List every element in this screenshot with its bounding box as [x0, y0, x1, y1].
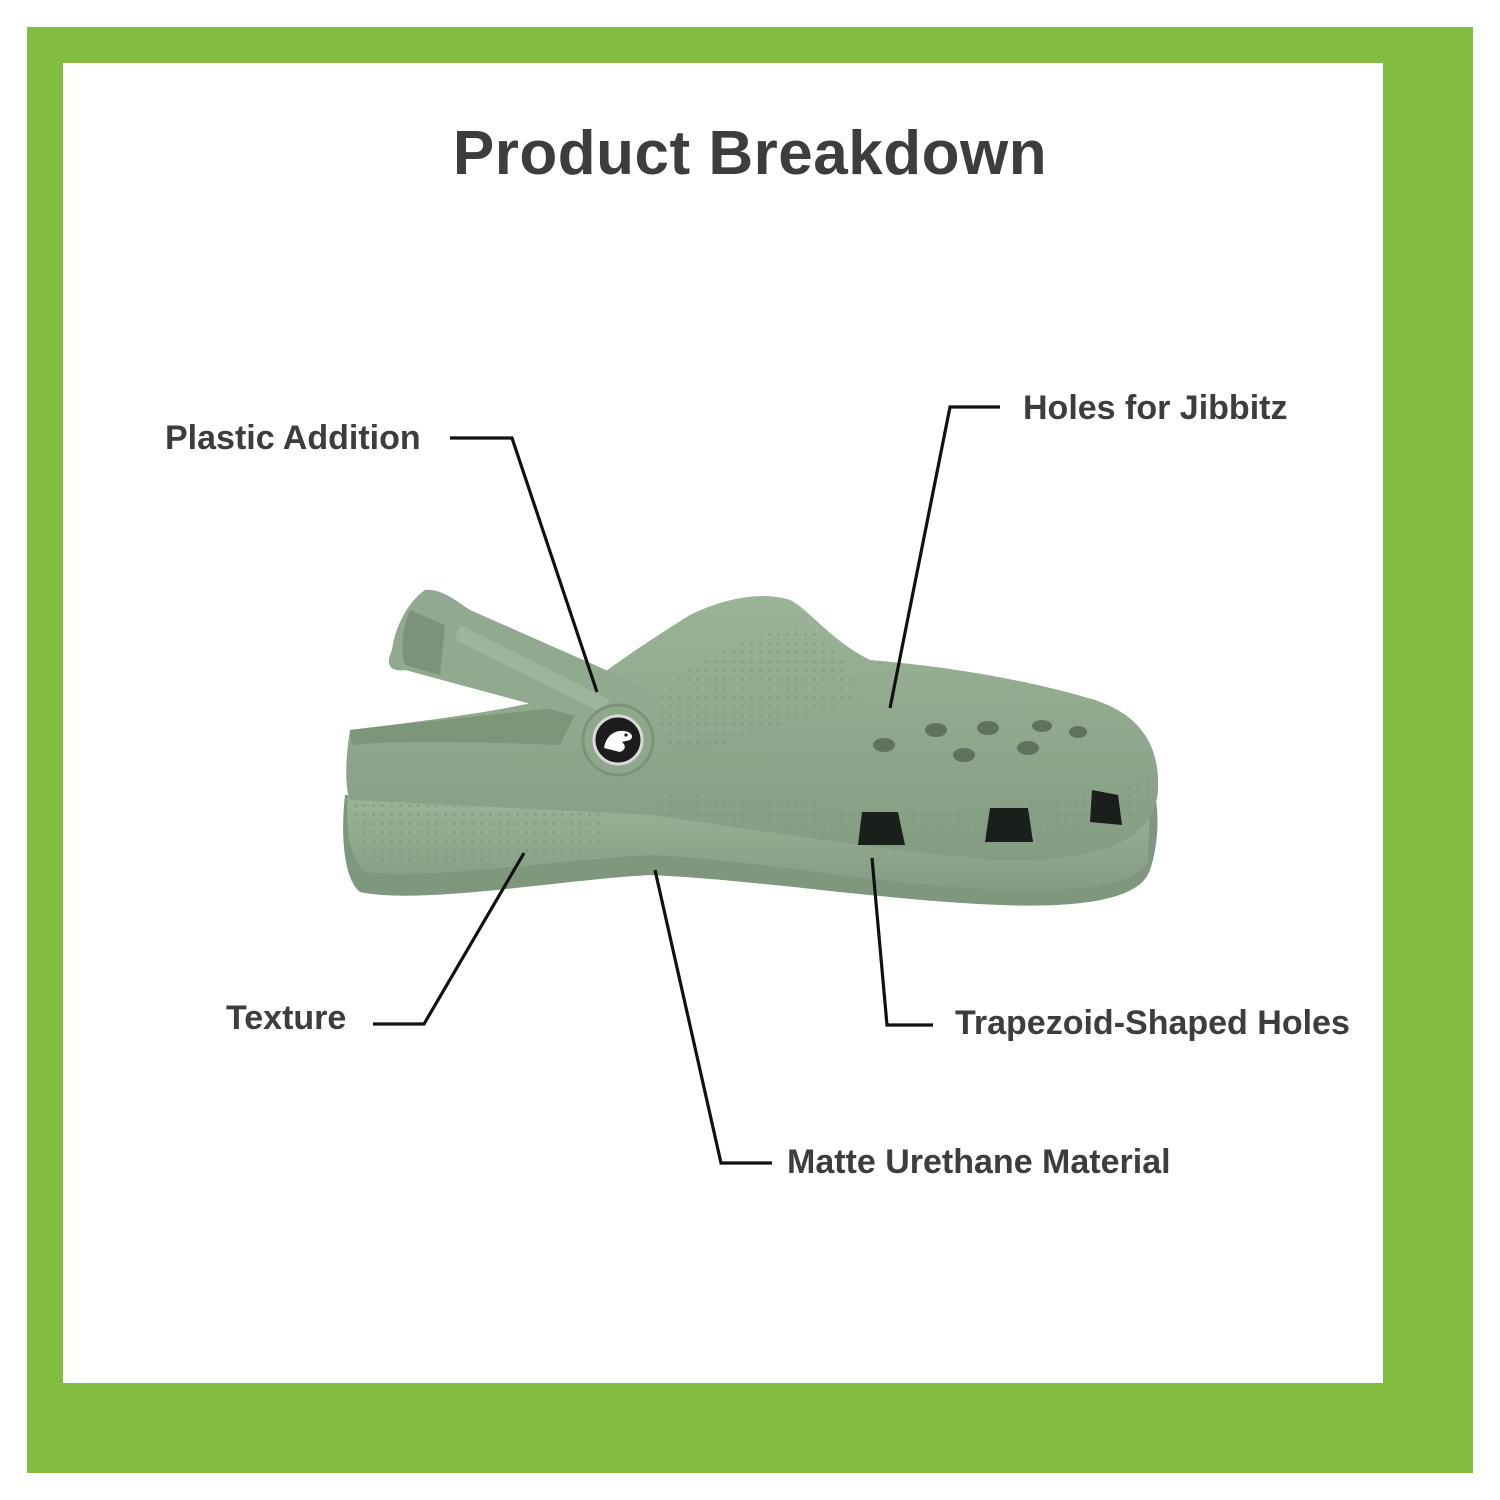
- leader-plastic-addition: [450, 436, 599, 693]
- label-holes-for-jibbitz: Holes for Jibbitz: [1023, 389, 1288, 427]
- clog-shoe: [343, 589, 1159, 906]
- leader-lines: [373, 405, 1000, 1165]
- label-matte-material: Matte Urethane Material: [787, 1143, 1171, 1181]
- leader-texture: [373, 852, 526, 1026]
- leader-holes-jibbitz: [888, 405, 1000, 709]
- leader-matte-material: [653, 869, 772, 1165]
- label-texture: Texture: [226, 999, 347, 1037]
- leader-trapezoid-holes: [870, 857, 933, 1027]
- label-trapezoid-holes: Trapezoid-Shaped Holes: [955, 1004, 1350, 1042]
- crocs-logo-icon: [604, 730, 632, 752]
- label-plastic-addition: Plastic Addition: [165, 419, 421, 457]
- page-title: Product Breakdown: [452, 119, 1048, 188]
